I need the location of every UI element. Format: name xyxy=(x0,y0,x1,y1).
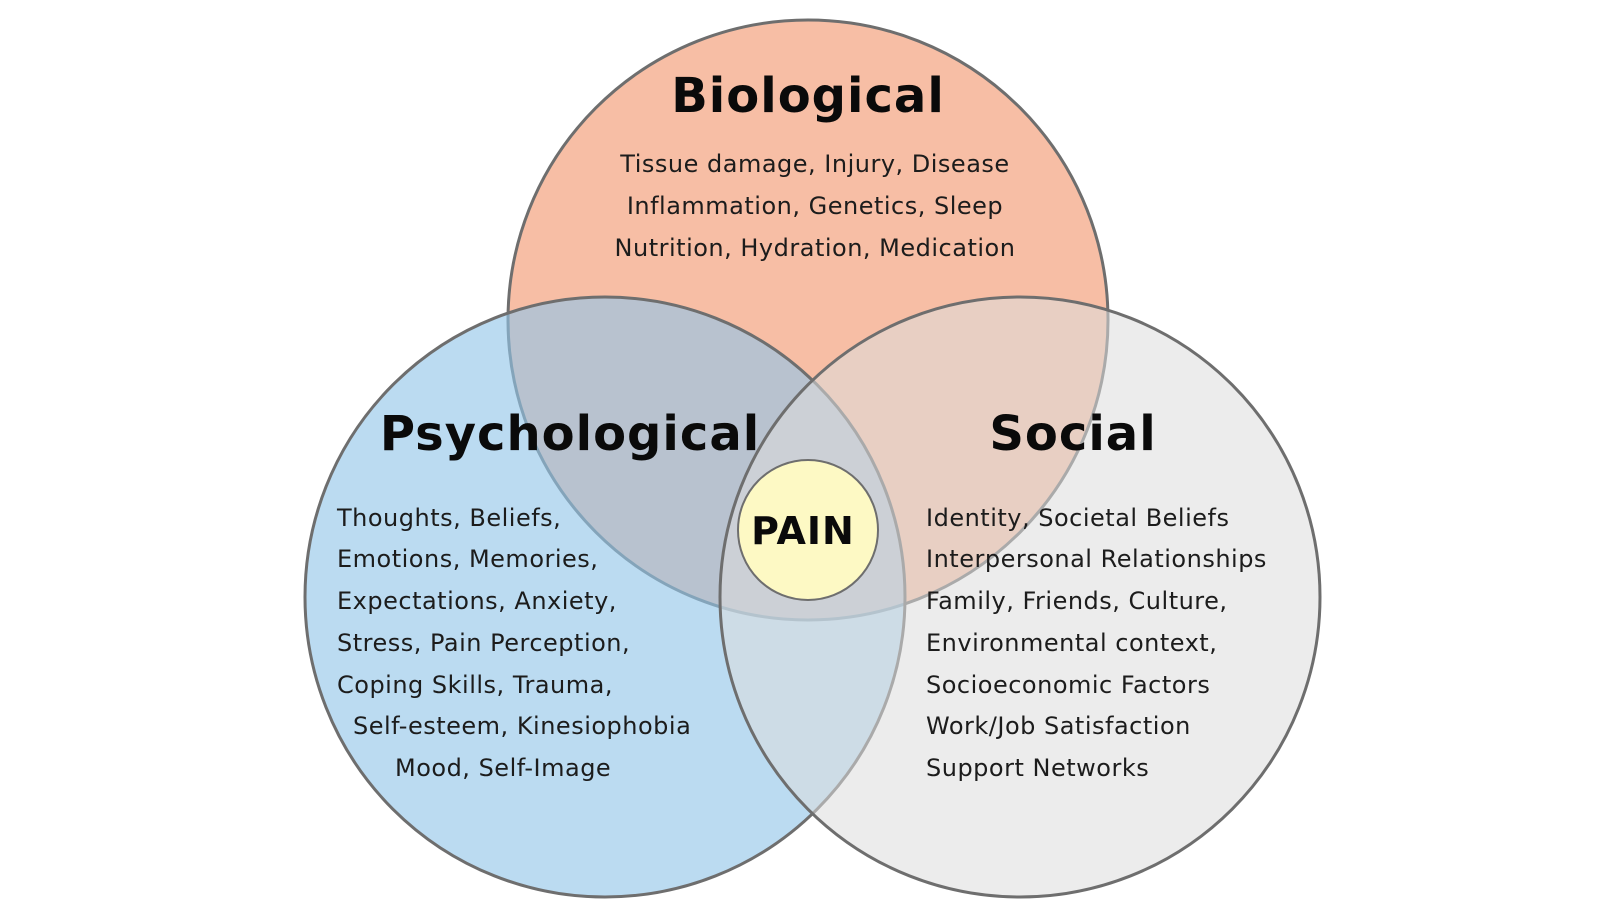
psychological-item: Emotions, Memories, xyxy=(337,545,598,573)
psychological-items: Thoughts, Beliefs, Emotions, Memories, E… xyxy=(336,504,691,782)
psychological-title: Psychological xyxy=(380,406,760,462)
social-circle xyxy=(718,295,1322,899)
social-item: Environmental context, xyxy=(926,629,1217,657)
social-item: Work/Job Satisfaction xyxy=(926,712,1191,740)
psychological-item: Mood, Self-Image xyxy=(395,754,611,782)
social-items: Identity, Societal Beliefs Interpersonal… xyxy=(926,504,1267,782)
social-item: Family, Friends, Culture, xyxy=(926,587,1228,615)
biological-item: Inflammation, Genetics, Sleep xyxy=(627,192,1003,220)
biological-items: Tissue damage, Injury, Disease Inflammat… xyxy=(615,150,1016,262)
biological-item: Nutrition, Hydration, Medication xyxy=(615,234,1016,262)
psychological-item: Expectations, Anxiety, xyxy=(337,587,617,615)
social-item: Support Networks xyxy=(926,754,1149,782)
psychological-item: Self-esteem, Kinesiophobia xyxy=(353,712,691,740)
social-title: Social xyxy=(989,406,1156,462)
pain-label: PAIN xyxy=(751,509,855,553)
biological-item: Tissue damage, Injury, Disease xyxy=(619,150,1009,178)
psychological-item: Coping Skills, Trauma, xyxy=(337,671,613,699)
social-item: Interpersonal Relationships xyxy=(926,545,1267,573)
social-item: Identity, Societal Beliefs xyxy=(926,504,1229,532)
psychological-item: Thoughts, Beliefs, xyxy=(336,504,561,532)
pain-center-circle xyxy=(737,459,879,601)
social-item: Socioeconomic Factors xyxy=(926,671,1210,699)
biological-title: Biological xyxy=(671,68,945,124)
psychological-item: Stress, Pain Perception, xyxy=(337,629,630,657)
